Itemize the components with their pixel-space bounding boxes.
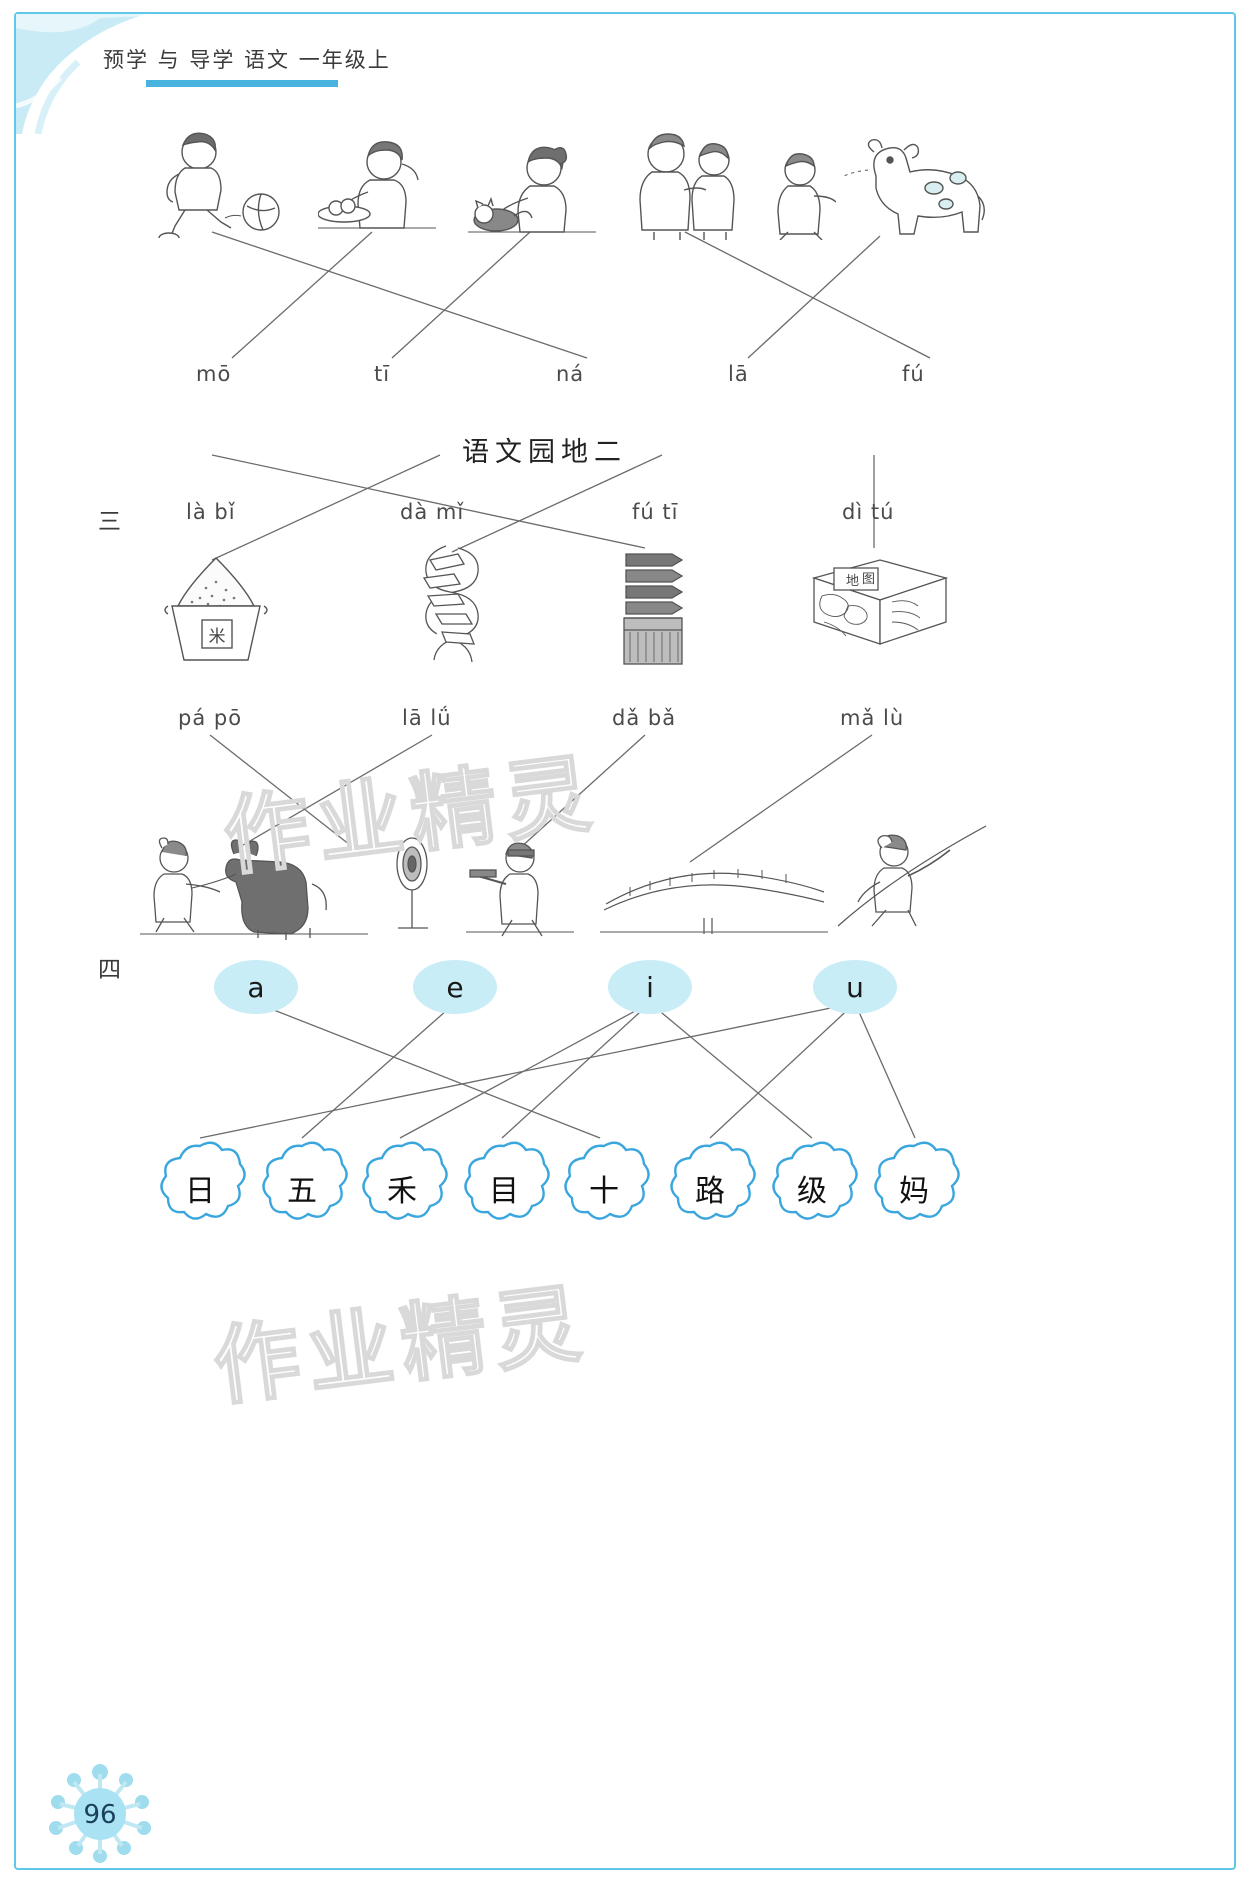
syllable-label: lā <box>728 362 749 386</box>
character-label: 十 <box>589 1174 619 1209</box>
illustration-crayons <box>602 540 712 675</box>
illustration-child-pulling-cow <box>766 150 837 245</box>
page-title: 预学 与 导学 语文 一年级上 <box>103 48 391 72</box>
section-heading: 语文园地二 <box>462 437 627 468</box>
character-flower[interactable]: 路 <box>658 1136 762 1240</box>
word-label: dǎ bǎ <box>612 706 677 730</box>
vowel-label: e <box>446 970 464 1004</box>
page-number-decoration <box>40 1760 160 1870</box>
word-label: lā lǘ <box>402 706 452 730</box>
vowel-label: a <box>247 970 265 1004</box>
header-underline <box>146 80 338 87</box>
svg-text:图: 图 <box>862 572 875 587</box>
character-label: 五 <box>287 1174 317 1209</box>
exercise-number-three: 三 <box>98 509 121 535</box>
character-label: 级 <box>797 1174 827 1209</box>
syllable-label: tī <box>374 362 391 386</box>
vowel-label: u <box>846 970 864 1004</box>
character-flower[interactable]: 日 <box>148 1136 252 1240</box>
character-label: 妈 <box>899 1174 929 1209</box>
character-label: 禾 <box>387 1174 417 1209</box>
illustration-spiral-staircase <box>392 540 517 670</box>
character-label: 目 <box>489 1174 519 1209</box>
svg-text:地: 地 <box>846 574 859 589</box>
illustration-girl-with-plate <box>317 136 438 241</box>
vowel-label: i <box>646 970 654 1004</box>
illustration-map-book: 地 图 <box>800 548 960 663</box>
word-label: mǎ lù <box>840 706 905 730</box>
illustration-boy-pulling-donkey <box>140 830 370 945</box>
word-label: pá pō <box>178 706 243 730</box>
illustration-boy-kicking-ball <box>155 128 285 244</box>
illustration-boy-shooting <box>466 832 576 942</box>
character-flower[interactable]: 妈 <box>862 1136 966 1240</box>
syllable-label: fú <box>902 362 925 386</box>
vowel-bubble-e[interactable]: e <box>413 960 497 1014</box>
illustration-road <box>600 848 830 943</box>
syllable-label: mō <box>196 362 232 386</box>
illustration-cow <box>838 130 988 245</box>
vowel-bubble-i[interactable]: i <box>608 960 692 1014</box>
character-flower[interactable]: 十 <box>552 1136 656 1240</box>
character-label: 路 <box>695 1174 725 1209</box>
syllable-label: ná <box>556 362 585 386</box>
illustration-rice-bucket: 米 <box>152 548 280 673</box>
vowel-bubble-u[interactable]: u <box>813 960 897 1014</box>
character-label: 日 <box>185 1174 215 1209</box>
svg-text:米: 米 <box>209 627 226 647</box>
word-label: fú tī <box>632 500 679 524</box>
vowel-bubble-a[interactable]: a <box>214 960 298 1014</box>
illustration-child-helping-grandpa <box>628 128 748 245</box>
watermark-lower: 作业精灵 <box>207 1272 594 1419</box>
character-flower[interactable]: 五 <box>250 1136 354 1240</box>
character-flower[interactable]: 禾 <box>350 1136 454 1240</box>
illustration-boy-climbing-slope <box>830 820 990 935</box>
character-flower[interactable]: 目 <box>452 1136 556 1240</box>
illustration-girl-petting-cat <box>468 140 598 245</box>
page-number: 96 <box>83 1800 117 1830</box>
word-label: dì tú <box>842 500 895 524</box>
header-decoration <box>16 14 146 134</box>
exercise-number-four: 四 <box>98 957 121 983</box>
word-label: dà mǐ <box>400 500 465 524</box>
illustration-target-board <box>380 836 450 941</box>
character-flower[interactable]: 级 <box>760 1136 864 1240</box>
word-label: là bǐ <box>186 500 236 524</box>
